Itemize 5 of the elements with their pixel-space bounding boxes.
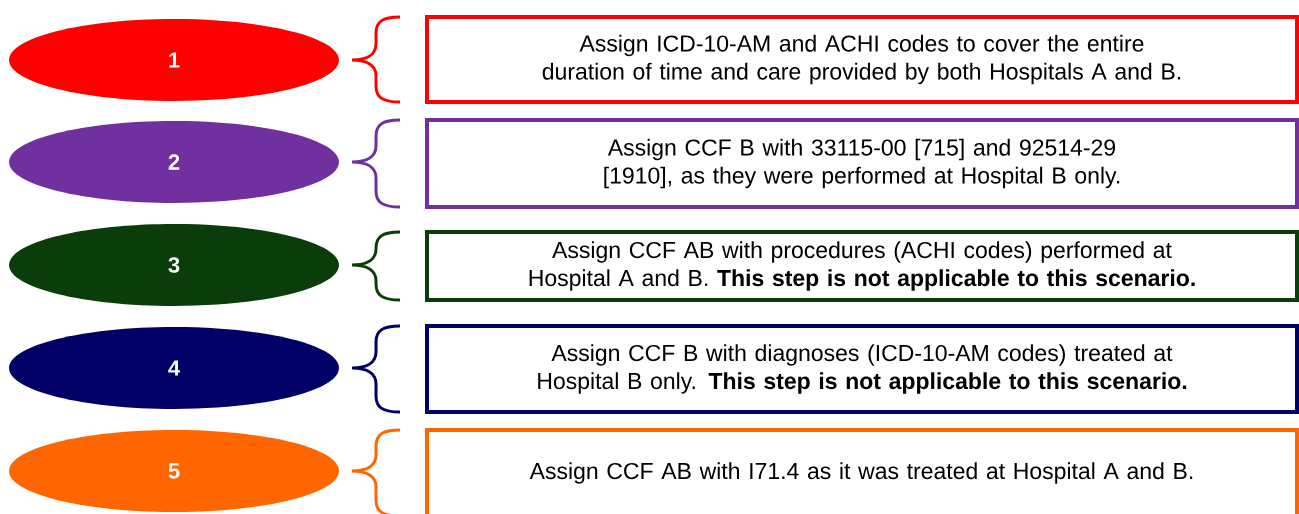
step-box: Assign CCF B with diagnoses (ICD-10-AM codes) treated at Hospital B only. This step is not applicable to this scenario. (425, 324, 1299, 414)
step-box: Assign CCF AB with procedures (ACHI codes) performed at Hospital A and B. This step is not applicable to this scenario. (425, 230, 1299, 302)
step-box: Assign CCF B with 33115-00 [715] and 92514-29 [1910], as they were performed at Hospital B only. (425, 118, 1299, 209)
step-box: Assign CCF AB with I71.4 as it was treated at Hospital A and B. (425, 428, 1299, 514)
step-box: Assign ICD-10-AM and ACHI codes to cover the entire duration of time and care provided by both Hospitals A and B. (425, 15, 1299, 104)
